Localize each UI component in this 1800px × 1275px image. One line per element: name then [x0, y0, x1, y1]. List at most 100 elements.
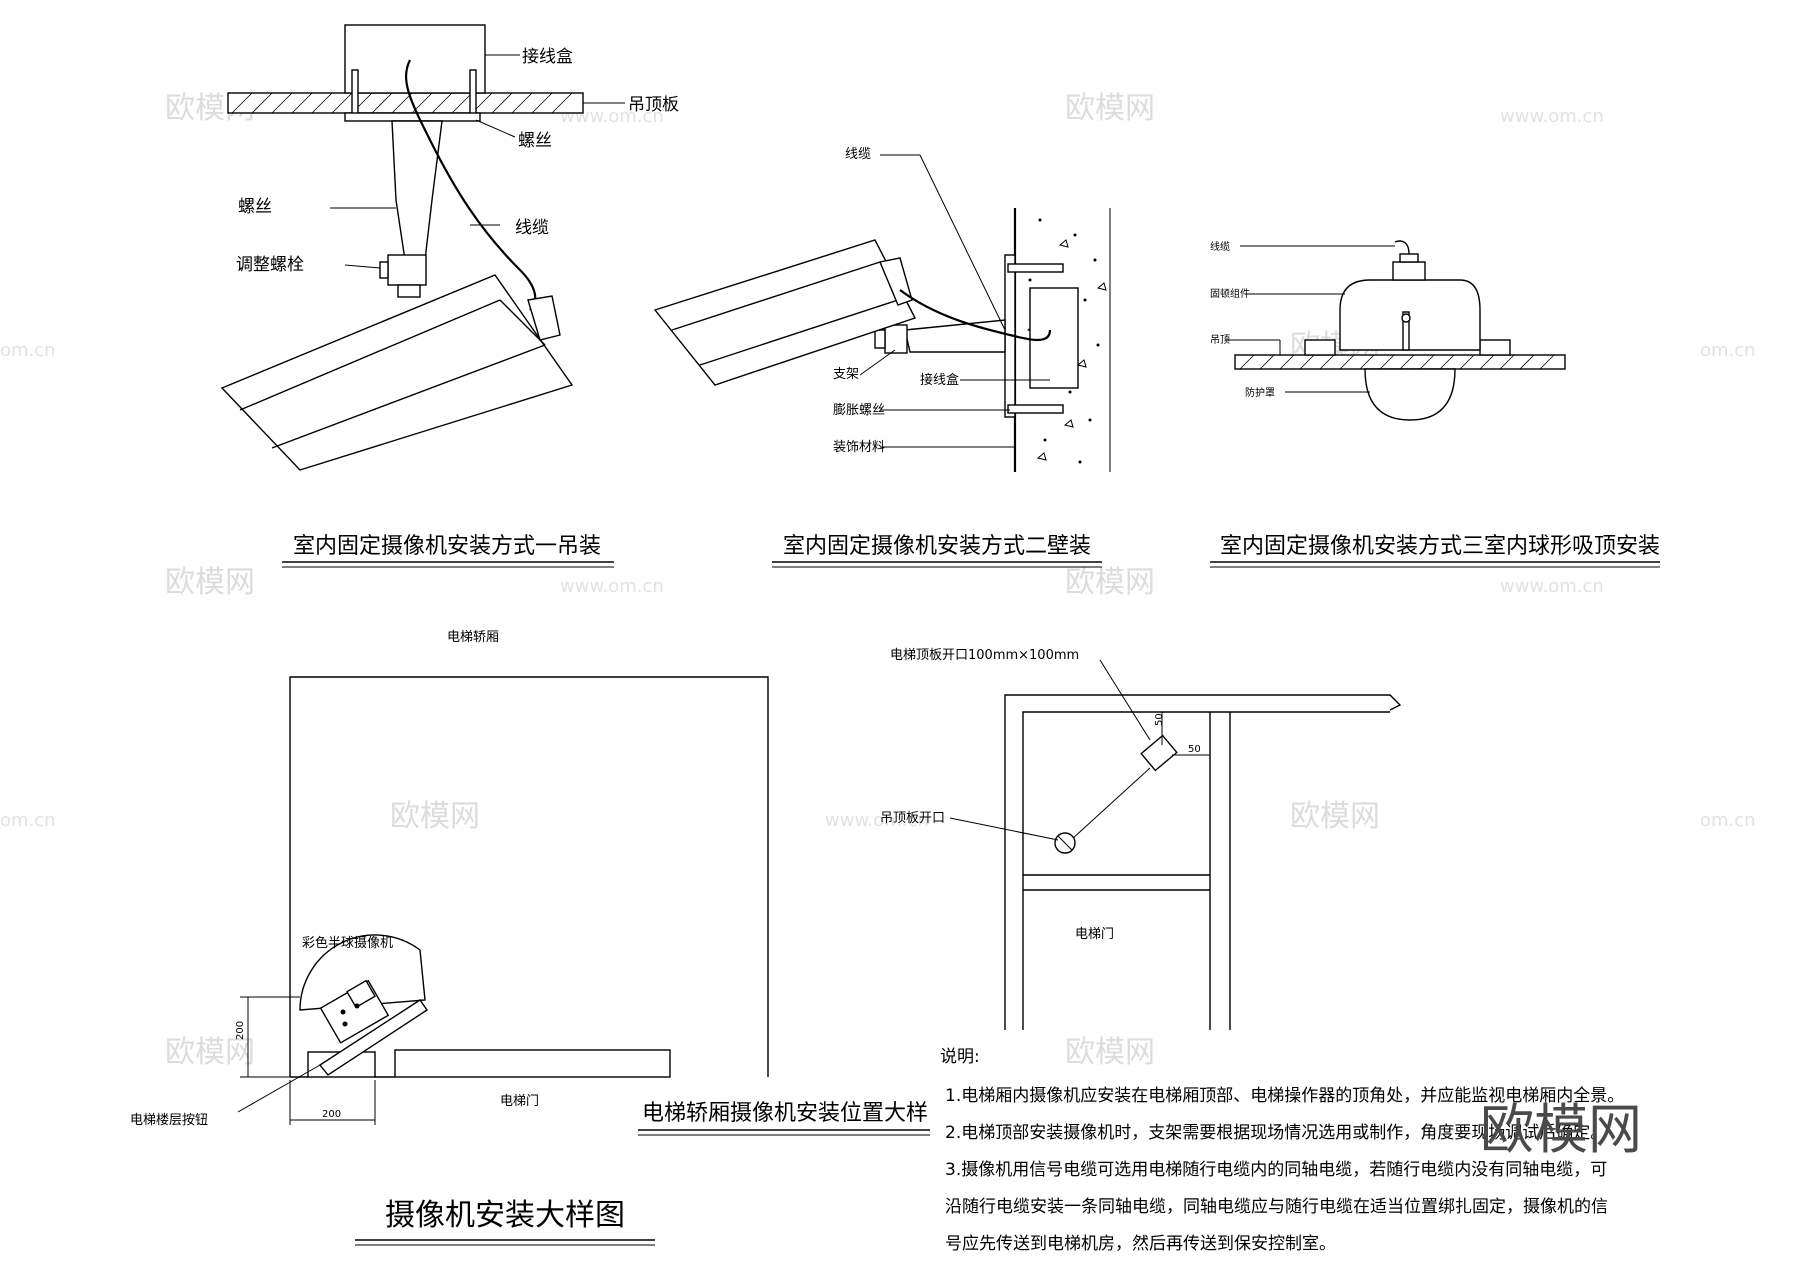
dim-a: 50: [1154, 713, 1165, 726]
diagram-title: 室内固定摄像机安装方式一吊装: [293, 534, 601, 559]
watermark-brand: 欧模网: [1065, 565, 1155, 600]
elevator-car-plan: 电梯轿厢 电梯门 彩色半球摄像机 200 200 电: [130, 630, 930, 1136]
leader-line: [475, 119, 516, 138]
watermark-url: www.om.cn: [1500, 576, 1604, 597]
junction-box: [1029, 287, 1079, 389]
label-expansion-screw: 膨胀螺丝: [833, 403, 885, 418]
leader-line: [949, 817, 1059, 841]
clip: [1304, 339, 1336, 356]
note-line: 沿随行电缆安装一条同轴电缆，同轴电缆应与随行电缆在适当位置绑扎固定，摄像机的信: [945, 1197, 1608, 1217]
leader-line: [344, 264, 381, 269]
watermark-url: www.om.cn: [560, 106, 664, 127]
watermark-url: www.om.cn: [560, 576, 664, 597]
bracket-arm: [391, 120, 443, 261]
leader-line: [1099, 659, 1151, 741]
diagram-title: 室内固定摄像机安装方式三室内球形吸顶安装: [1220, 534, 1660, 559]
watermark-url: om.cn: [0, 340, 56, 361]
clip: [1479, 339, 1511, 356]
dim-vertical: 200: [235, 1021, 246, 1040]
diagram-suspended-mount: 接线盒 吊顶板 螺丝 螺丝 线缆 调整螺栓 室内固定摄像机安装方式一吊装: [220, 24, 679, 568]
note-line: 号应先传送到电梯机房，然后再传送到保安控制室。: [945, 1234, 1336, 1254]
dome-housing: [1339, 279, 1481, 351]
bracket-bolt: [874, 329, 886, 349]
label-ceiling-board: 吊顶板: [628, 95, 679, 115]
cable: [405, 59, 537, 311]
housing-screw: [1402, 311, 1410, 351]
note-line: 3.摄像机用信号电缆可选用电梯随行电缆内的同轴电缆，若随行电缆内没有同轴电缆，可: [945, 1160, 1607, 1180]
label-protective-cover: 防护罩: [1245, 386, 1275, 399]
watermark-brand: 欧模网: [165, 1035, 255, 1070]
label-ceiling: 吊顶: [1210, 334, 1230, 346]
label-junction-box: 接线盒: [920, 372, 959, 388]
expansion-screw: [1007, 263, 1064, 273]
watermark-url: om.cn: [0, 810, 56, 831]
label-finish-material: 装饰材料: [833, 440, 885, 455]
label-cable: 线缆: [1210, 240, 1230, 253]
elevator-door: [394, 1049, 671, 1078]
watermark-brand: 欧模网: [1065, 91, 1155, 126]
section-camera: [1140, 734, 1178, 772]
dome-camera: [299, 934, 428, 1076]
bracket-joint: [884, 324, 908, 354]
screw-head: [1401, 313, 1411, 323]
elevator-section: 电梯门 50 50 电梯顶板开口100mm×100mm 吊顶板开口: [880, 648, 1402, 1030]
watermark-brand: 欧模网: [1065, 1035, 1155, 1070]
adjust-bolt-head: [379, 261, 389, 279]
shaft-inner: [1022, 711, 1390, 1030]
diagram-wall-mount: 线缆 支架 接线盒 膨胀螺丝 装饰材料 室内固定摄像机安装方式二壁装: [653, 146, 1111, 568]
mount-plate: [344, 112, 481, 122]
leader-line: [237, 1064, 321, 1113]
sightline: [1059, 767, 1151, 851]
dim-horizontal: 200: [322, 1109, 341, 1120]
label-junction-box: 接线盒: [522, 47, 573, 67]
notes-heading: 说明:: [940, 1047, 980, 1067]
plan-title: 电梯轿厢摄像机安装位置大样: [642, 1101, 928, 1126]
dim-b: 50: [1188, 744, 1201, 755]
label-screw-left: 螺丝: [238, 197, 272, 217]
label-screw-right: 螺丝: [518, 131, 552, 151]
bracket: [904, 319, 1006, 353]
expansion-screw: [1007, 404, 1064, 414]
adjust-bolt: [387, 254, 427, 286]
label-ceiling-opening: 吊顶板开口: [880, 811, 945, 826]
notes-block: 说明: 1.电梯厢内摄像机应安装在电梯厢顶部、电梯操作器的顶角处，并应能监视电梯…: [940, 1047, 1624, 1254]
figure-title-block: 摄像机安装大样图: [355, 1198, 655, 1246]
label-fixing-assembly: 固顿组件: [1210, 287, 1250, 300]
watermark-brand: 欧模网: [390, 799, 480, 834]
note-line: 1.电梯厢内摄像机应安装在电梯厢顶部、电梯操作器的顶角处，并应能监视电梯厢内全景…: [945, 1086, 1624, 1106]
label-dome-camera: 彩色半球摄像机: [302, 935, 393, 951]
car-outline: [289, 676, 769, 1077]
ceiling-slab: [227, 92, 584, 114]
leader-line: [919, 154, 1006, 331]
label-floor-button: 电梯楼层按钮: [130, 1113, 208, 1128]
leader-line: [859, 349, 896, 376]
ceiling-hatch: [1239, 354, 1555, 370]
ceiling-opening-marker: [1057, 835, 1073, 851]
watermark-brand: 欧模网: [165, 565, 255, 600]
watermark-url: www.om.cn: [825, 810, 929, 831]
label-elevator-door: 电梯门: [1075, 927, 1114, 942]
bolt-nut: [397, 284, 421, 298]
watermark-logo: 欧模网: [1480, 1098, 1642, 1161]
label-bracket: 支架: [833, 367, 859, 382]
figure-title: 摄像机安装大样图: [385, 1198, 625, 1233]
label-cable: 线缆: [845, 146, 871, 162]
watermark-url: om.cn: [1700, 810, 1756, 831]
cable-gland-cap: [1399, 253, 1419, 263]
cable-gland: [1392, 261, 1426, 281]
label-top-opening: 电梯顶板开口100mm×100mm: [890, 648, 1079, 663]
diagram-dome-ceiling-mount: 线缆 固顿组件 吊顶 防护罩 室内固定摄像机安装方式三室内球形吸顶安装: [1210, 240, 1660, 568]
label-elevator-door: 电梯门: [500, 1094, 539, 1109]
junction-box: [344, 24, 486, 94]
watermark-brand: 欧模网: [1290, 799, 1380, 834]
watermark-url: om.cn: [1700, 340, 1756, 361]
label-adjust-bolt: 调整螺栓: [236, 255, 304, 275]
label-cable: 线缆: [515, 218, 549, 238]
cable: [899, 289, 1052, 342]
shaft-outer: [1004, 694, 1402, 1030]
diagram-title: 室内固定摄像机安装方式二壁装: [783, 534, 1091, 559]
note-line: 2.电梯顶部安装摄像机时，支架需要根据现场情况选用或制作，角度要现场调试后确定。: [945, 1123, 1607, 1143]
protective-dome: [1364, 368, 1456, 421]
watermark-layer: 欧模网 www.om.cn 欧模网 www.om.cn om.cn 欧模网 欧模…: [0, 91, 1756, 1070]
